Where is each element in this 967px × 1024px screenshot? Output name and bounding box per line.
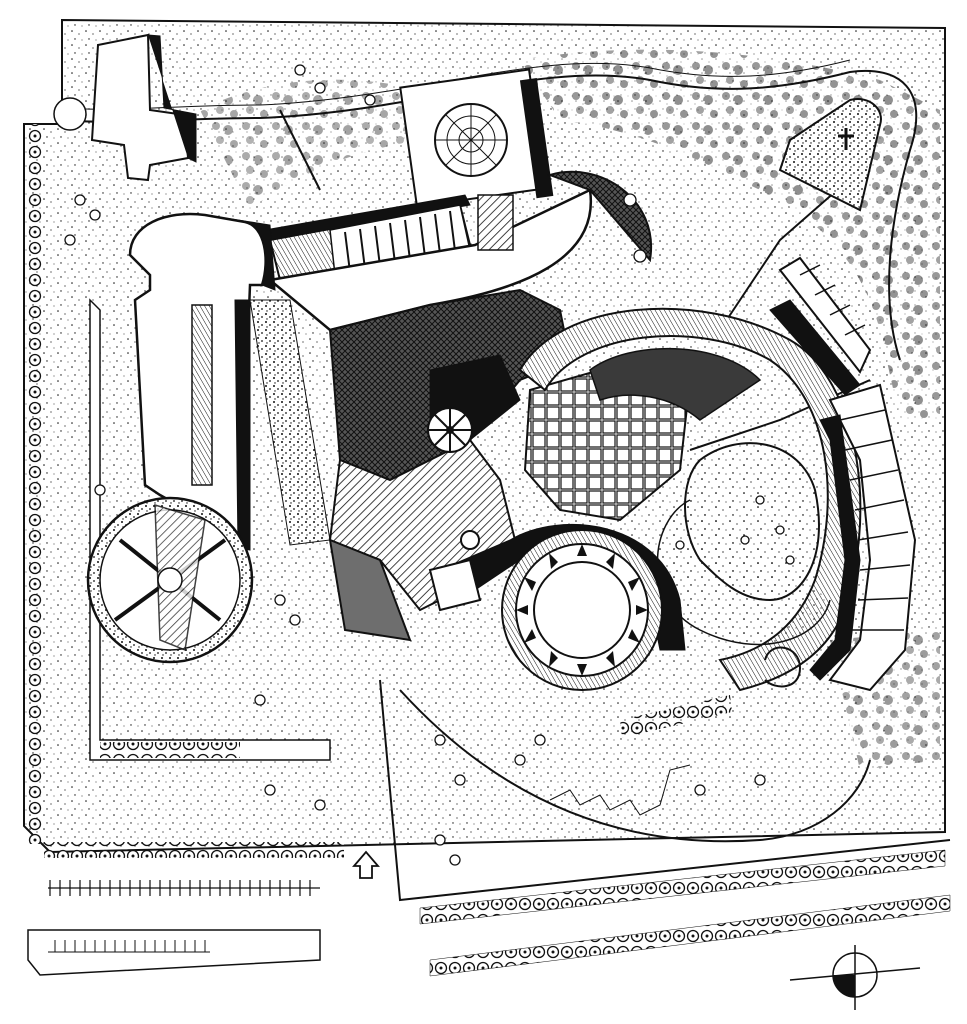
sawtooth-ring [516, 544, 648, 676]
chapel-building [778, 98, 882, 212]
circular-theatre [428, 524, 686, 691]
star-pavilion [427, 354, 521, 453]
scattered-trees [64, 64, 795, 866]
tree-row-south [44, 842, 344, 858]
villa-building [53, 33, 197, 182]
north-arrow-icon [789, 945, 921, 1010]
entrance-arrow-icon [352, 850, 380, 879]
parking-area [27, 880, 321, 976]
theatre-annex [428, 558, 482, 612]
south-plaza-trees [100, 695, 732, 816]
tree-row-southeast [419, 849, 951, 977]
domed-pavilion [399, 68, 554, 208]
cross-icon [838, 128, 854, 150]
tree-row-west [28, 124, 42, 844]
circular-garden [86, 496, 254, 664]
turning-circle [53, 97, 87, 131]
skylight-strip [191, 304, 213, 486]
stair-block [477, 194, 514, 251]
terrace-housing [764, 256, 917, 692]
amphitheatre-ring [518, 307, 862, 692]
